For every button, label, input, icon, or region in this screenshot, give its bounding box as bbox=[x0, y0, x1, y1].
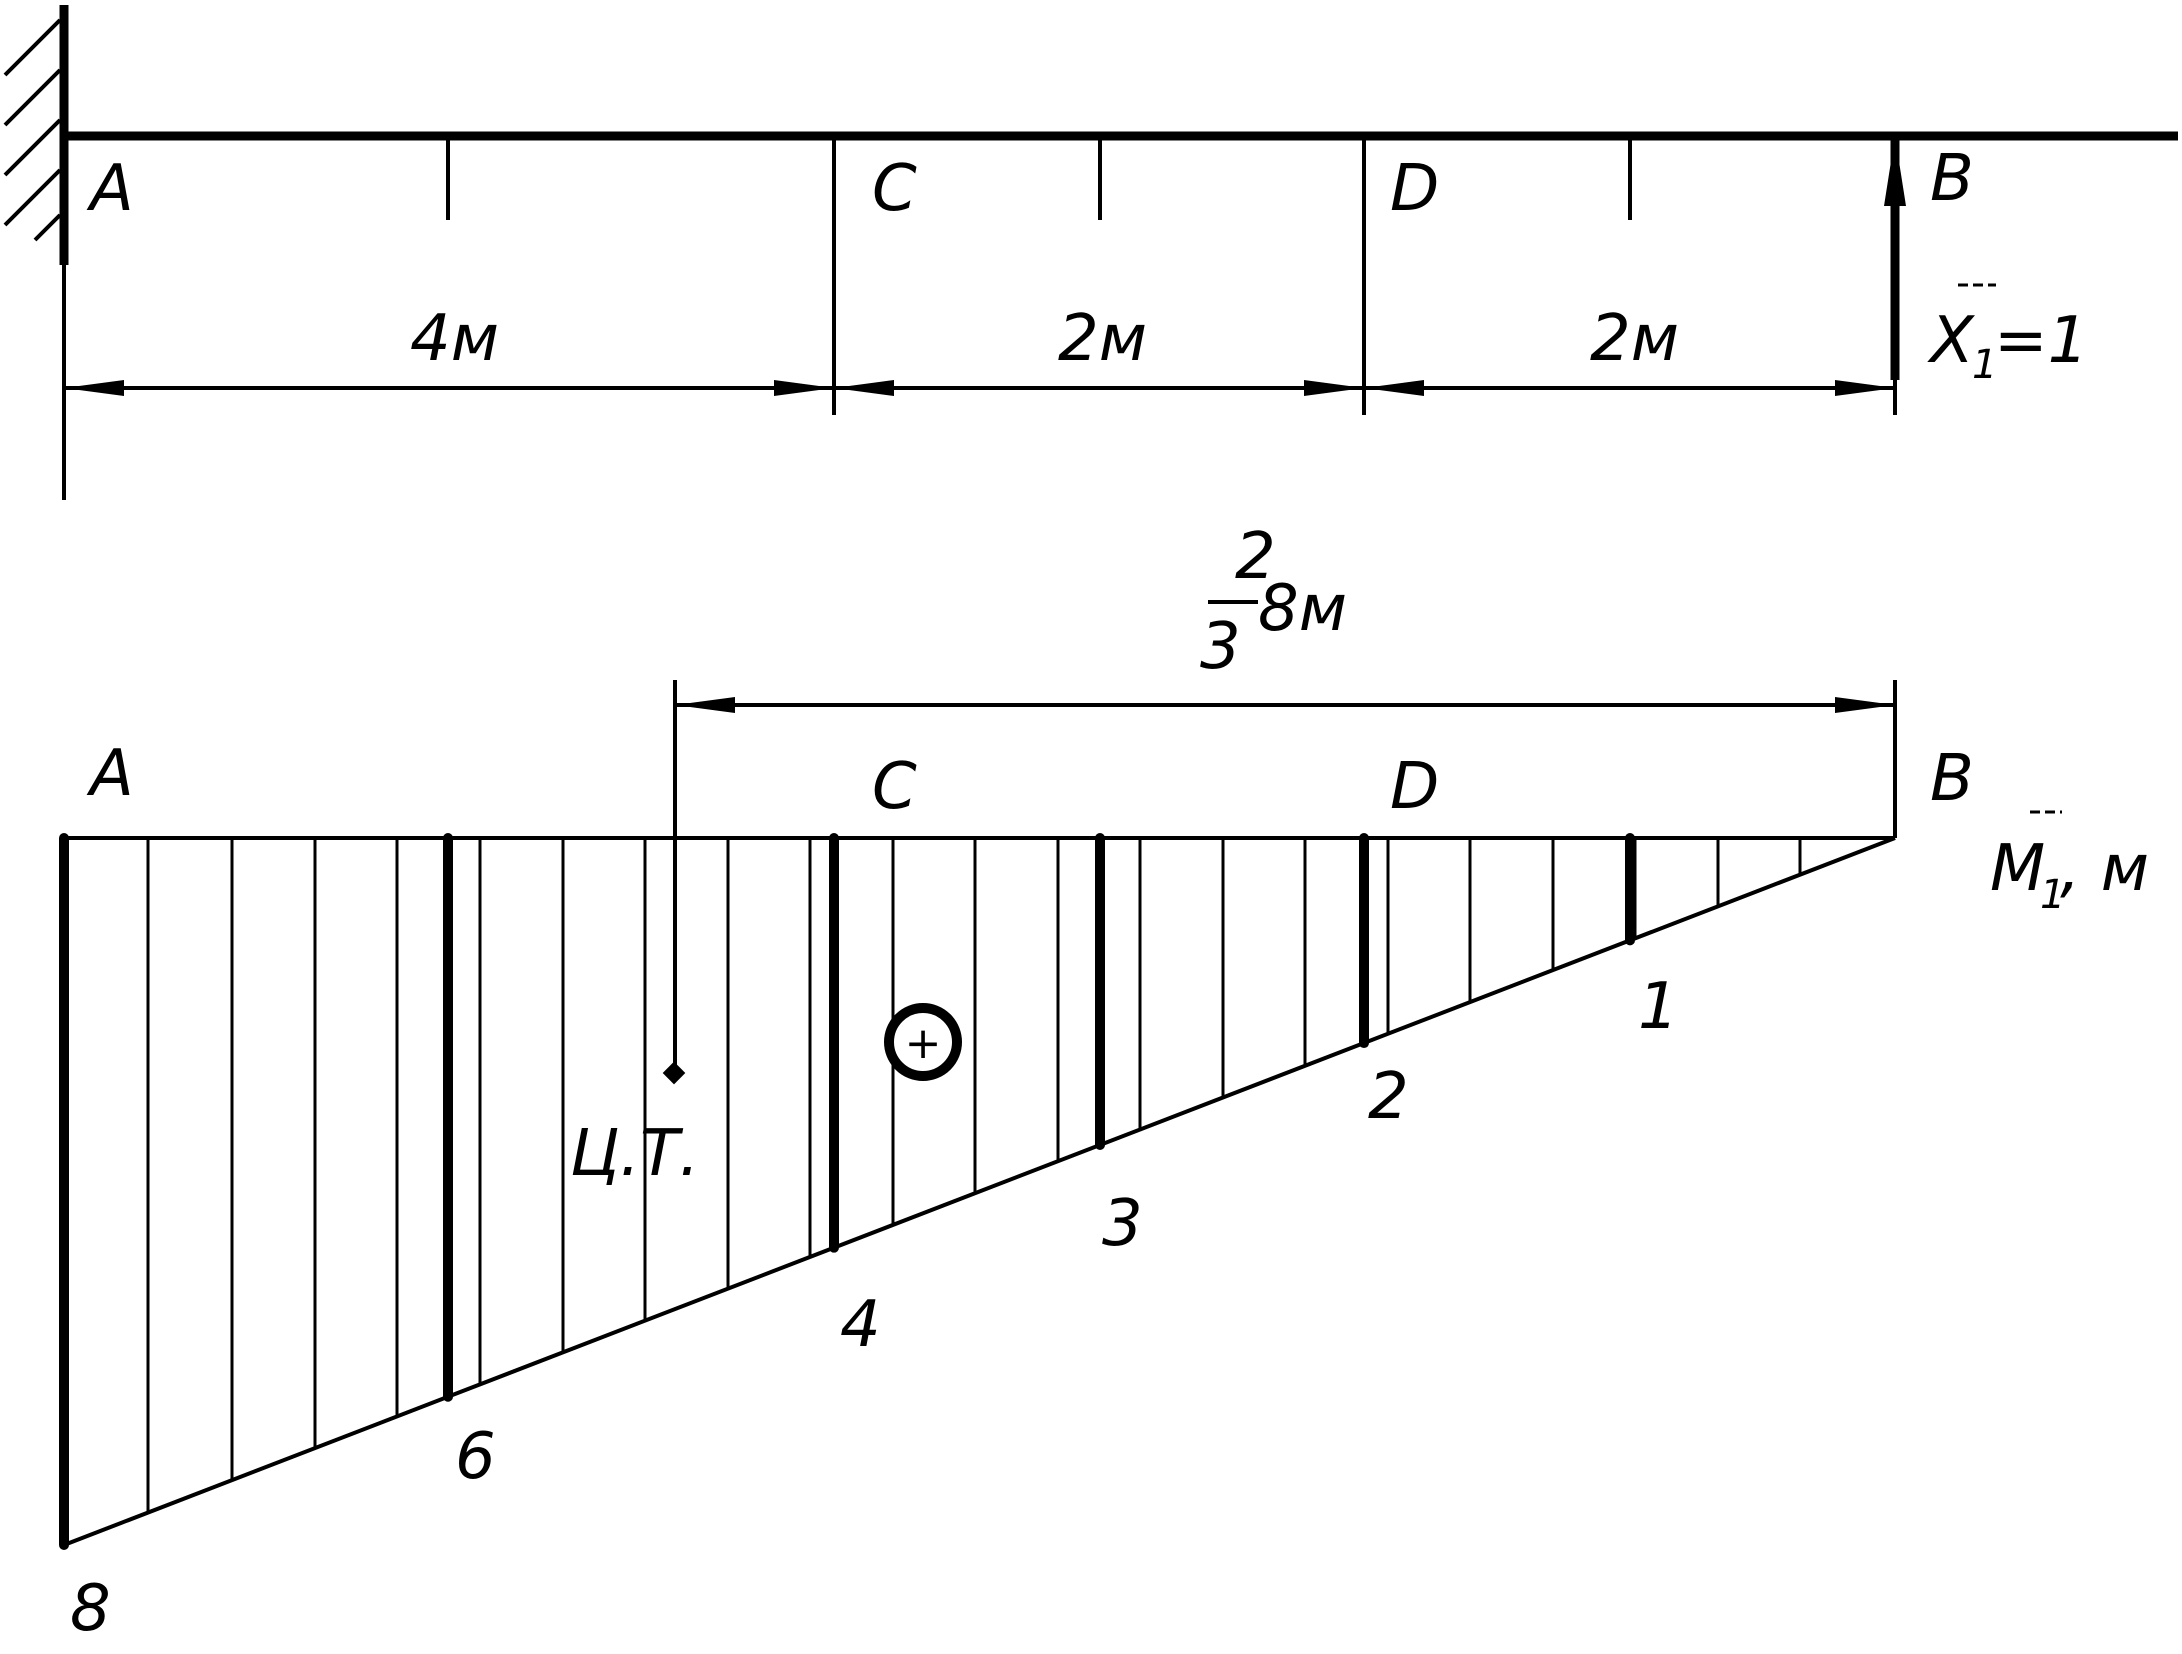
force-label: X 1 =1 bbox=[1927, 283, 2088, 388]
diagram-label-d: D bbox=[1390, 750, 1439, 824]
sign-marker: + bbox=[884, 1003, 962, 1081]
fraction-denominator: 3 bbox=[1200, 610, 1241, 684]
fraction-numerator: 2 bbox=[1235, 520, 1276, 594]
beam-ticks bbox=[446, 136, 1632, 415]
beam-label-a: A bbox=[86, 152, 134, 226]
force-subscript: 1 bbox=[1972, 342, 1997, 388]
title-symbol: M bbox=[1990, 832, 2045, 906]
centroid-point bbox=[662, 1061, 686, 1085]
title-unit: , м bbox=[2060, 832, 2149, 906]
fixed-support bbox=[3, 5, 69, 500]
ordinate-3: 3 bbox=[1102, 1187, 1143, 1261]
beam-label-c: C bbox=[872, 152, 917, 226]
dimension-label-cd: 2м bbox=[1058, 302, 1147, 376]
dimension-label-db: 2м bbox=[1590, 302, 1679, 376]
beam-label-b: B bbox=[1930, 142, 1974, 216]
force-value: =1 bbox=[1994, 304, 2088, 378]
title-subscript: 1 bbox=[2040, 872, 2065, 918]
moment-outline bbox=[63, 836, 1896, 1547]
diagram-label-a: A bbox=[86, 737, 134, 811]
centroid-dimension bbox=[673, 680, 1897, 1070]
ordinate-2: 2 bbox=[1368, 1060, 1409, 1134]
diagram-label-c: C bbox=[872, 750, 917, 824]
ordinate-4: 4 bbox=[840, 1288, 881, 1362]
diagram-label-b: B bbox=[1930, 742, 1974, 816]
dimension-label-ac: 4м bbox=[410, 302, 499, 376]
ordinate-1: 1 bbox=[1638, 970, 1679, 1044]
ordinate-6: 6 bbox=[455, 1420, 496, 1494]
centroid-dimension-length: 8м bbox=[1258, 572, 1347, 646]
centroid-label: Ц.Т. bbox=[570, 1117, 699, 1191]
sign-plus: + bbox=[905, 1018, 942, 1069]
beam-label-d: D bbox=[1390, 152, 1439, 226]
ordinate-8: 8 bbox=[70, 1572, 111, 1646]
centroid-dimension-label: 2 3 8м bbox=[1200, 520, 1347, 684]
moment-hatching bbox=[59, 833, 1802, 1550]
diagram-title: M 1 , м bbox=[1990, 810, 2149, 918]
force-symbol: X bbox=[1927, 304, 1975, 378]
